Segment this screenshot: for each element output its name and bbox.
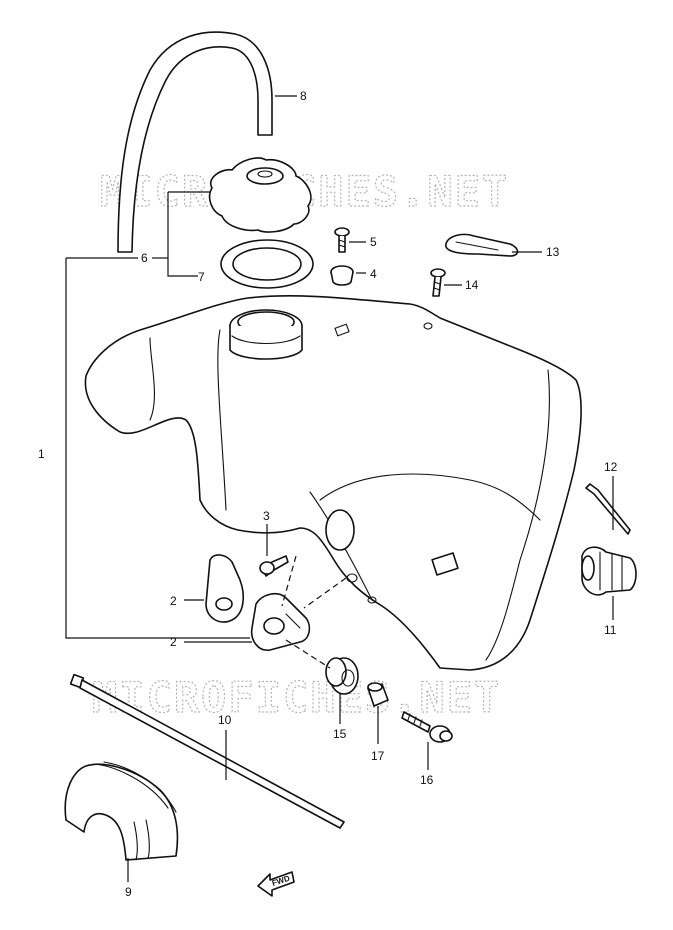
- callout-1: 1: [38, 447, 45, 461]
- cushion-11: [581, 546, 637, 596]
- cable-tie-10: [69, 673, 345, 829]
- callout-2-lower: 2: [170, 635, 177, 649]
- callout-5: 5: [370, 235, 377, 249]
- callout-12: 12: [604, 460, 618, 474]
- bolt-3: [259, 555, 289, 577]
- callout-7: 7: [198, 270, 205, 284]
- watermark-bottom: MICROFICHES.NET: [92, 673, 501, 722]
- screw-14: [430, 268, 446, 297]
- callout-13: 13: [546, 245, 560, 259]
- fuel-tank: [84, 295, 582, 671]
- bracket-2-upper: [205, 554, 245, 623]
- collar-17: [367, 682, 389, 707]
- callout-15: 15: [333, 727, 347, 741]
- grommet-15: [325, 657, 359, 695]
- callout-16: 16: [420, 773, 434, 787]
- callout-4: 4: [370, 267, 377, 281]
- callout-8: 8: [300, 89, 307, 103]
- callout-14: 14: [465, 278, 479, 292]
- callout-6: 6: [141, 251, 148, 265]
- bracket-2-lower: [250, 592, 311, 651]
- protector-9: [64, 761, 179, 861]
- callout-10: 10: [218, 713, 232, 727]
- leader-lines: [65, 95, 614, 882]
- callout-3: 3: [263, 509, 270, 523]
- callout-2-upper: 2: [170, 594, 177, 608]
- callout-17: 17: [371, 749, 385, 763]
- cable-tie-12: [585, 483, 631, 535]
- callout-9: 9: [125, 885, 132, 899]
- breather-hose: [117, 31, 273, 253]
- screw-5: [334, 227, 350, 253]
- fuel-cap: [208, 157, 312, 233]
- bracket-13: [445, 233, 519, 257]
- cap-gasket: [220, 239, 314, 289]
- bolt-16: [401, 711, 453, 743]
- forward-arrow-icon: FWD: [257, 871, 295, 897]
- callout-11: 11: [604, 623, 617, 637]
- cushion-4: [330, 265, 354, 286]
